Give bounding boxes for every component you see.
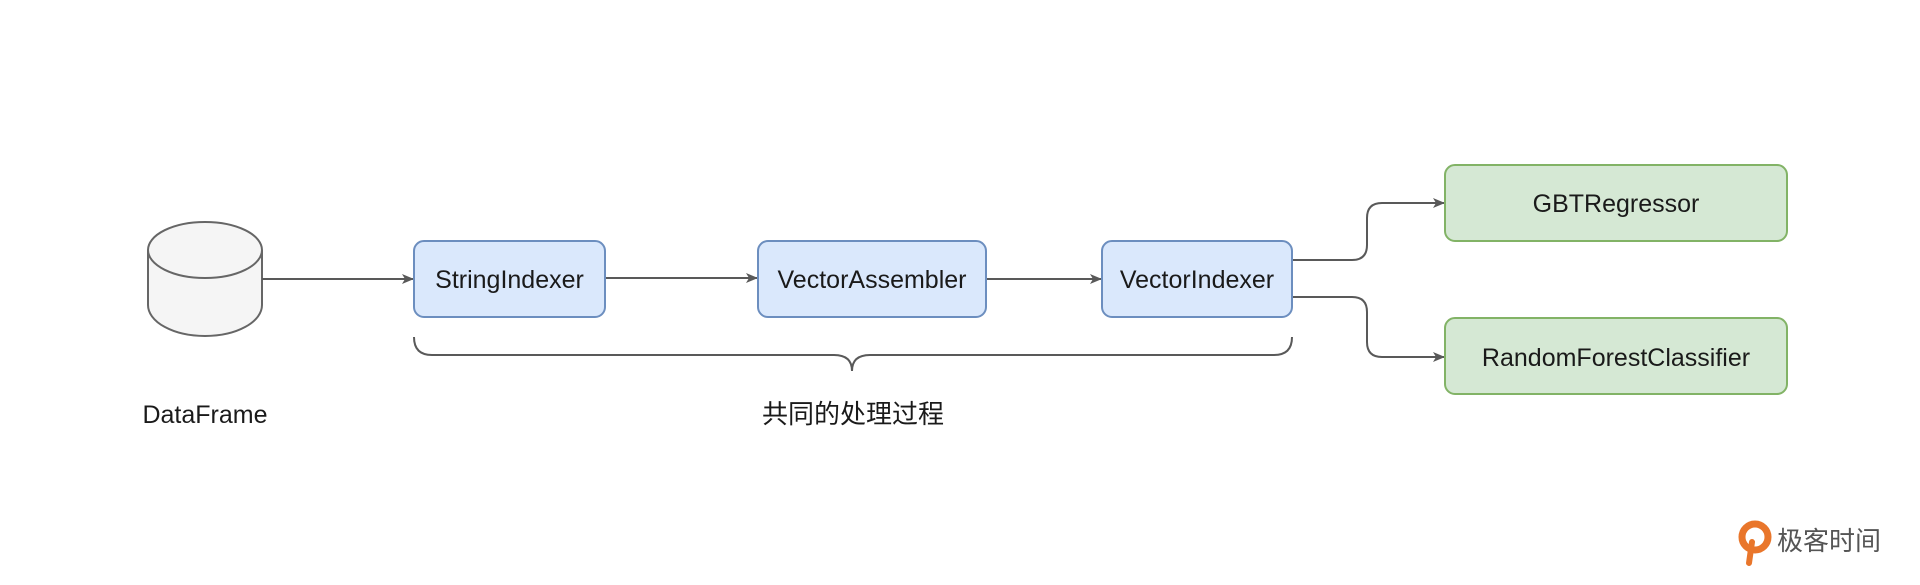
stringindexer-box xyxy=(413,240,606,318)
common-process-label: 共同的处理过程 xyxy=(762,399,944,429)
stringindexer-label: StringIndexer xyxy=(435,266,584,294)
vectorindexer-box xyxy=(1101,240,1293,318)
grouping-brace xyxy=(413,336,1293,372)
edge-vectorindexer-to-gbtregressor xyxy=(1292,198,1445,261)
vectorassembler-label: VectorAssembler xyxy=(778,266,967,294)
gbtregressor-box xyxy=(1444,164,1788,242)
watermark: 极客时间 xyxy=(1738,520,1881,566)
vectorassembler-box xyxy=(757,240,987,318)
brand-name: 极客时间 xyxy=(1777,527,1881,557)
randomforest-node: RandomForestClassifier xyxy=(1444,317,1788,395)
gbtregressor-label: GBTRegressor xyxy=(1533,190,1700,218)
vectorassembler-node: VectorAssembler xyxy=(757,240,987,318)
edges xyxy=(262,198,1445,362)
stringindexer-node: StringIndexer xyxy=(413,240,606,318)
geektime-logo-icon xyxy=(1738,520,1772,566)
edge-vectorindexer-to-randomforest xyxy=(1292,296,1445,362)
dataframe-node xyxy=(147,221,263,337)
dataframe-label: DataFrame xyxy=(142,401,267,429)
database-top xyxy=(147,221,263,279)
randomforest-box xyxy=(1444,317,1788,395)
randomforest-label: RandomForestClassifier xyxy=(1482,344,1750,372)
vectorindexer-node: VectorIndexer xyxy=(1101,240,1293,318)
gbtregressor-node: GBTRegressor xyxy=(1444,164,1788,242)
vectorindexer-label: VectorIndexer xyxy=(1120,266,1274,294)
